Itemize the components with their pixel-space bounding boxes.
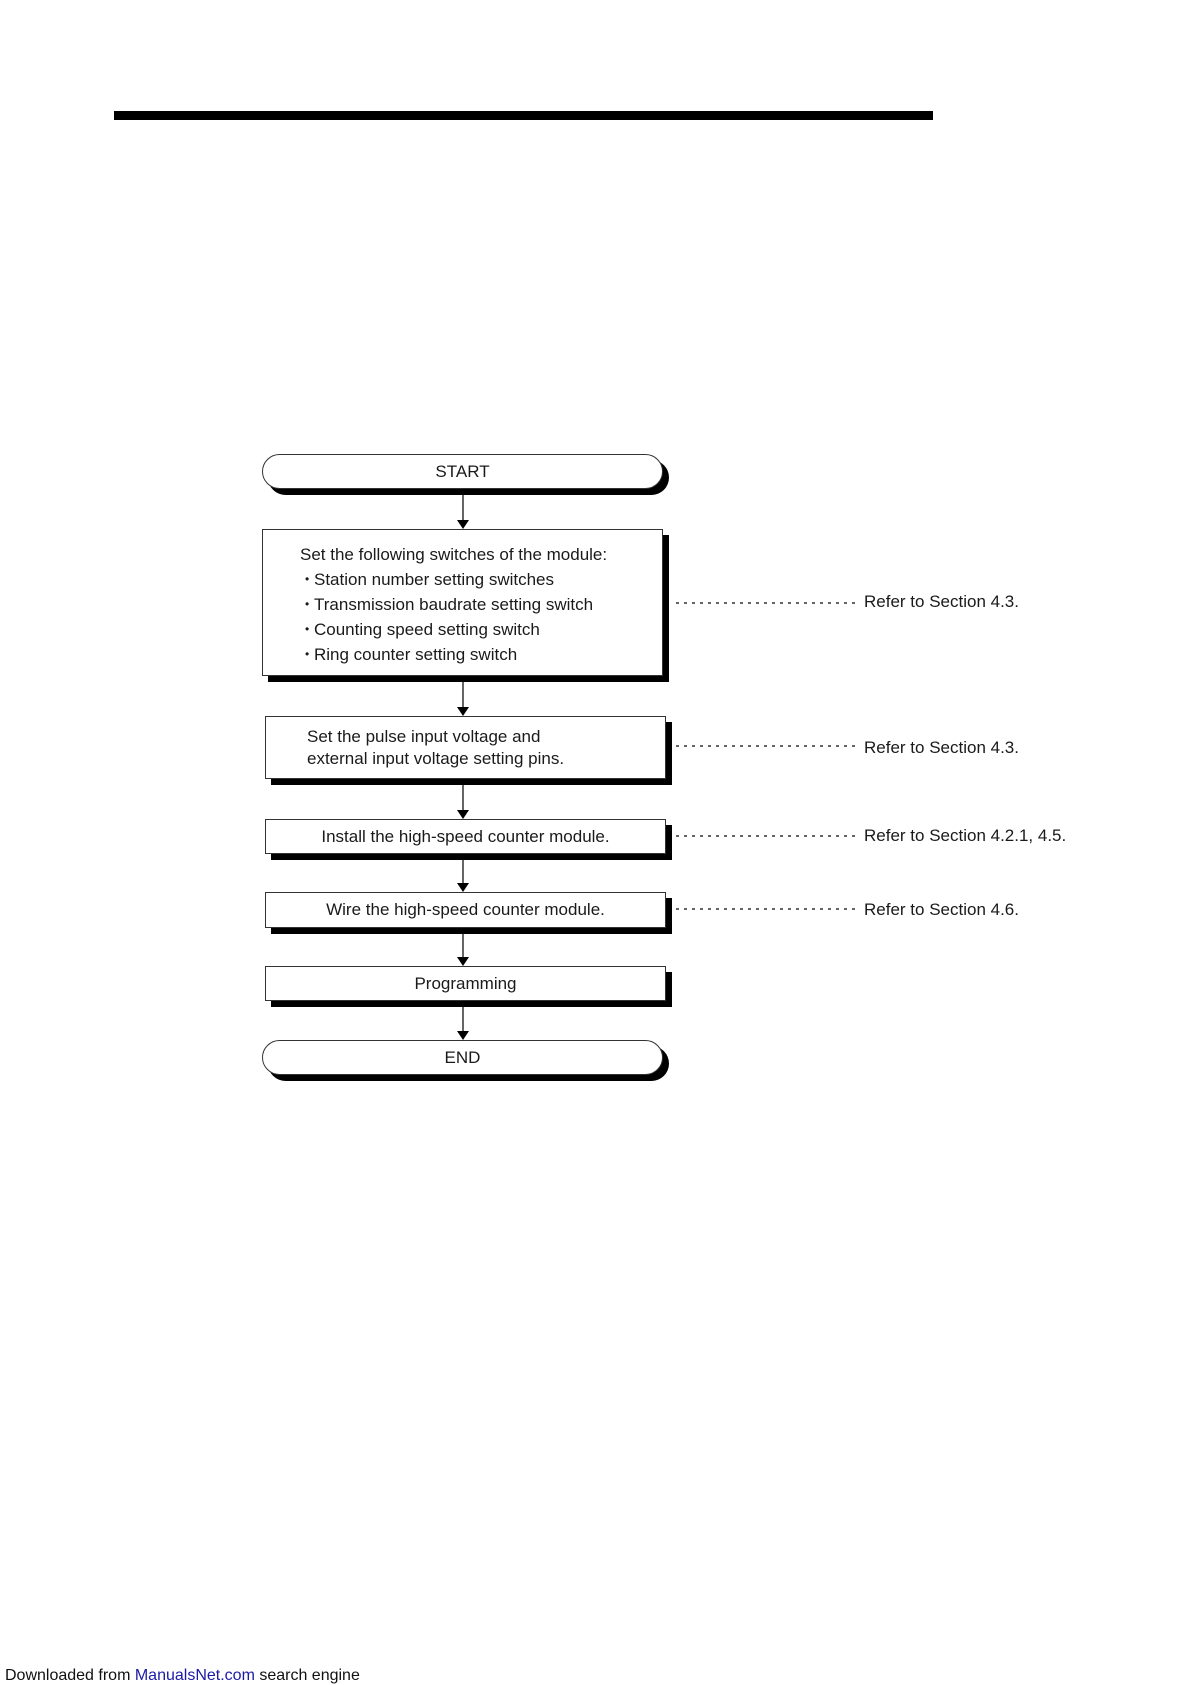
download-footer: Downloaded from ManualsNet.com search en… xyxy=(5,1667,360,1685)
list-item: •Counting speed setting switch xyxy=(305,620,540,639)
reference-step4: Refer to Section 4.6. xyxy=(864,900,1019,919)
arrowhead-step5 xyxy=(457,957,469,966)
arrowhead-step4 xyxy=(457,883,469,892)
start-terminal: START xyxy=(262,454,663,489)
reference-step2: Refer to Section 4.3. xyxy=(864,738,1019,757)
step-wire-module-label: Wire the high-speed counter module. xyxy=(326,900,605,919)
arrowhead-end xyxy=(457,1031,469,1040)
list-item: •Station number setting switches xyxy=(305,570,555,589)
list-item: •Transmission baudrate setting switch xyxy=(305,595,594,614)
switch-list: •Station number setting switches •Transm… xyxy=(300,567,662,667)
arrowhead-step2 xyxy=(457,707,469,716)
step-install-module: Install the high-speed counter module. xyxy=(265,819,666,854)
reference-step3: Refer to Section 4.2.1, 4.5. xyxy=(864,826,1067,845)
end-terminal: END xyxy=(262,1040,663,1075)
list-item: •Ring counter setting switch xyxy=(305,645,518,664)
arrowhead-step1 xyxy=(457,520,469,529)
header-rule xyxy=(114,111,933,120)
footer-prefix: Downloaded from xyxy=(5,1667,135,1684)
step-set-switches-heading: Set the following switches of the module… xyxy=(300,545,608,564)
step-wire-module: Wire the high-speed counter module. xyxy=(265,892,666,928)
step-set-switches: Set the following switches of the module… xyxy=(262,529,663,676)
end-label: END xyxy=(444,1047,481,1067)
step-install-module-label: Install the high-speed counter module. xyxy=(321,826,610,846)
step-programming: Programming xyxy=(265,966,666,1001)
step-set-voltage-pins-line2: external input voltage setting pins. xyxy=(307,749,565,768)
step-set-voltage-pins: Set the pulse input voltage and external… xyxy=(265,716,666,779)
footer-link[interactable]: ManualsNet.com xyxy=(134,1667,255,1684)
start-label: START xyxy=(435,461,490,481)
reference-step1: Refer to Section 4.3. xyxy=(864,592,1019,611)
footer-suffix: search engine xyxy=(254,1667,360,1684)
step-programming-label: Programming xyxy=(414,973,517,993)
step-set-voltage-pins-line1: Set the pulse input voltage and xyxy=(307,727,541,746)
arrowhead-step3 xyxy=(457,810,469,819)
